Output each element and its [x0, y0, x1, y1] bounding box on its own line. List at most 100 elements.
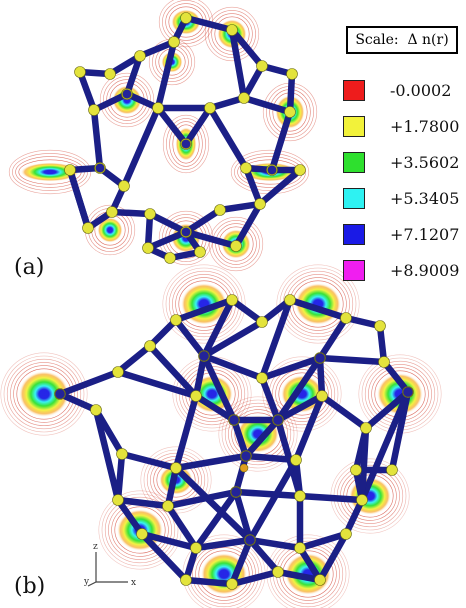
- bond: [182, 576, 236, 588]
- atom: [118, 180, 130, 192]
- bond: [286, 296, 350, 322]
- atom: [144, 208, 156, 220]
- atom: [198, 350, 210, 362]
- bond: [164, 464, 180, 510]
- axis-z-label: z: [93, 542, 98, 552]
- atom: [272, 414, 284, 426]
- bond: [258, 354, 324, 382]
- atom: [267, 165, 277, 175]
- atom: [170, 462, 182, 474]
- atom: [294, 542, 306, 554]
- bond: [268, 108, 294, 174]
- density-contour: [97, 217, 123, 243]
- contour-line: [10, 362, 78, 426]
- bond: [216, 200, 264, 214]
- bond: [316, 354, 326, 400]
- atom: [314, 352, 326, 364]
- bond: [256, 166, 304, 208]
- atom: [294, 164, 306, 176]
- bond: [136, 38, 178, 60]
- legend-value: +8.9009: [390, 261, 460, 280]
- atom: [122, 89, 132, 99]
- atom: [340, 312, 352, 324]
- legend-item: +5.3405: [340, 184, 462, 220]
- contour-line: [169, 121, 203, 167]
- atom: [112, 494, 124, 506]
- bond: [56, 390, 100, 414]
- bond: [316, 314, 350, 362]
- bond: [90, 90, 131, 114]
- bond: [76, 68, 98, 114]
- atom: [95, 163, 105, 173]
- bond: [172, 464, 254, 544]
- bond: [228, 568, 282, 588]
- axes-triad: z y x: [83, 542, 136, 588]
- contour-line: [212, 220, 260, 268]
- atom: [256, 316, 268, 328]
- legend-swatch: [343, 152, 365, 173]
- density-contour: [237, 415, 279, 453]
- atom: [104, 68, 116, 80]
- contour-line: [208, 216, 264, 272]
- legend-value: +1.7800: [390, 117, 460, 136]
- atom: [180, 574, 192, 586]
- scale-prefix: Scale:: [355, 32, 399, 48]
- legend-item: +3.5602: [340, 148, 462, 184]
- contour-line: [99, 72, 155, 128]
- bond: [232, 488, 254, 544]
- atom: [256, 372, 268, 384]
- atom: [152, 102, 164, 114]
- atom: [226, 24, 238, 36]
- bond: [66, 166, 92, 232]
- atom: [244, 534, 256, 546]
- atom: [402, 386, 414, 398]
- atom: [82, 222, 94, 234]
- density-contour: [18, 370, 70, 418]
- bond: [182, 14, 236, 34]
- bond: [182, 206, 224, 236]
- bond: [90, 106, 104, 172]
- contour-line: [214, 16, 250, 52]
- contour-line: [204, 6, 260, 62]
- contour-line: [114, 506, 166, 554]
- atom: [106, 206, 118, 218]
- legend-item: +7.1207: [340, 220, 462, 256]
- bond: [342, 314, 384, 330]
- bond: [114, 342, 154, 376]
- scale-quantity: Δ n(r): [407, 32, 449, 48]
- bond: [240, 62, 266, 102]
- bond: [380, 358, 412, 396]
- bond: [172, 296, 236, 324]
- contour-line: [224, 402, 292, 466]
- bond: [274, 354, 324, 424]
- bond: [358, 388, 412, 504]
- atom: [239, 463, 249, 473]
- contour-line: [218, 396, 298, 472]
- bond: [242, 416, 282, 460]
- bond: [318, 392, 370, 432]
- atom: [181, 227, 191, 237]
- legend-value: -0.0002: [390, 81, 452, 100]
- bond: [274, 568, 324, 584]
- atom: [256, 60, 268, 72]
- bond: [192, 536, 254, 552]
- bond: [154, 104, 190, 148]
- contour-line: [228, 406, 288, 462]
- atom: [286, 68, 298, 80]
- bond: [228, 296, 266, 326]
- atom: [284, 294, 296, 306]
- bond: [206, 104, 250, 172]
- contour-line: [211, 13, 253, 55]
- atom: [230, 486, 242, 498]
- bond: [92, 406, 122, 504]
- atom: [168, 36, 180, 48]
- bond: [114, 368, 200, 400]
- atom: [386, 464, 398, 476]
- contour-line: [162, 264, 246, 344]
- legend-swatch: [343, 116, 365, 137]
- bond: [120, 104, 162, 190]
- bond: [192, 488, 240, 552]
- atom: [254, 198, 266, 210]
- bond: [258, 296, 294, 382]
- bond: [296, 544, 324, 584]
